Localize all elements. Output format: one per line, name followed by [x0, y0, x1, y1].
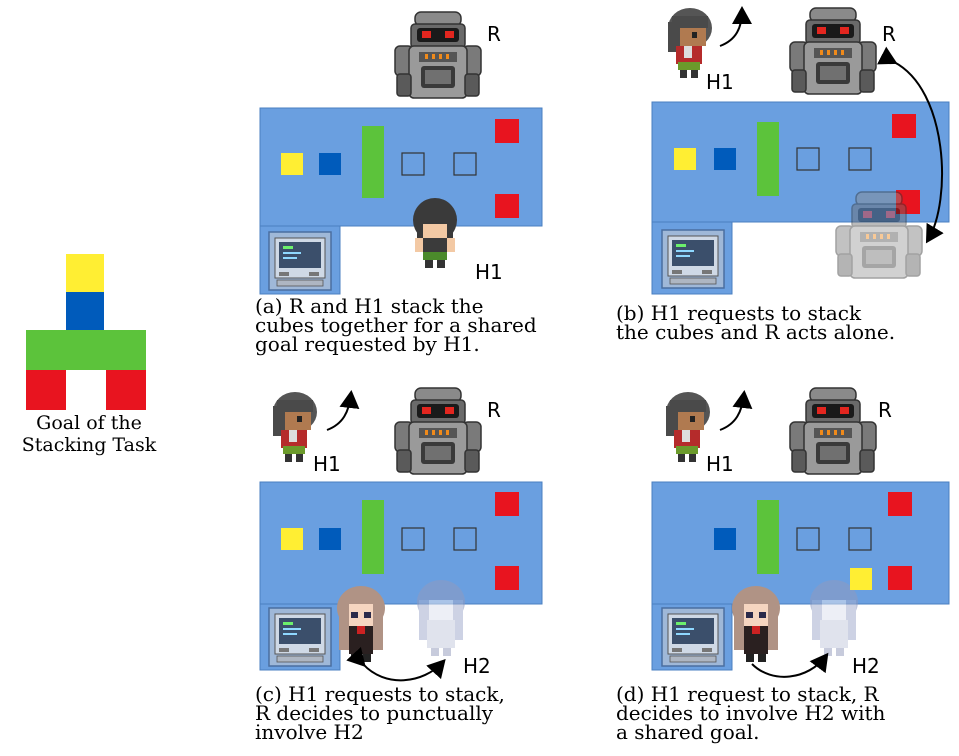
caption-line: goal requested by H1. — [255, 332, 480, 356]
goal-bar-green — [26, 330, 146, 370]
cube-blue — [319, 153, 341, 175]
caption-line: R decides to punctually — [255, 701, 494, 725]
label-robot: R — [487, 22, 501, 46]
human-icon — [666, 392, 710, 462]
goal-cube-yellow — [66, 254, 104, 292]
slot-empty-1 — [401, 152, 425, 176]
bar-green — [757, 122, 779, 196]
robot-icon — [789, 7, 877, 95]
arrow-icon — [876, 46, 944, 244]
goal-title-line1: Goal of the — [36, 412, 142, 434]
cube-yellow — [281, 528, 303, 550]
label-robot: R — [878, 398, 892, 422]
arrow-icon — [719, 6, 752, 47]
cube-red-1 — [495, 492, 519, 516]
bar-green — [362, 126, 384, 198]
caption-d: (d) H1 request to stack, R decides to in… — [616, 682, 954, 744]
human2-icon — [732, 586, 780, 662]
caption-line: a shared goal. — [616, 720, 760, 744]
robot-icon — [789, 387, 877, 475]
cube-yellow — [281, 153, 303, 175]
cube-red-2 — [495, 194, 519, 218]
robot-icon — [394, 387, 482, 475]
panel-a: R H1 (a) R and H1 stack the cubes togeth… — [255, 0, 600, 380]
human2-ghost-icon — [810, 580, 858, 656]
cube-red-1 — [495, 119, 519, 143]
slot-empty-1 — [796, 147, 820, 171]
goal-figure: Goal of the Stacking Task — [0, 0, 200, 756]
human-icon — [273, 392, 317, 462]
goal-cube-red-right — [106, 370, 146, 410]
arrow-icon — [326, 390, 360, 431]
human-icon — [413, 198, 457, 268]
cube-blue — [714, 528, 736, 550]
computer-icon — [268, 607, 332, 667]
bar-green — [757, 500, 779, 574]
human-icon — [668, 8, 712, 78]
caption-line: (c) H1 requests to stack, — [255, 682, 505, 706]
cube-blue — [319, 528, 341, 550]
slot-empty-2 — [848, 147, 872, 171]
caption-line: (b) H1 requests to stack — [616, 301, 862, 325]
caption-line: (a) R and H1 stack the — [255, 294, 484, 318]
slot-empty-2 — [848, 527, 872, 551]
cube-red-1 — [888, 492, 912, 516]
caption-c: (c) H1 requests to stack, R decides to p… — [255, 682, 555, 744]
caption-b: (b) H1 requests to stack the cubes and R… — [616, 301, 956, 344]
cube-yellow — [850, 568, 872, 590]
computer-icon — [661, 607, 725, 667]
caption-a: (a) R and H1 stack the cubes together fo… — [255, 294, 572, 356]
panel-c: R H1 H2 (c) H1 requests to stack, R deci… — [255, 380, 600, 756]
caption-line: decides to involve H2 with — [616, 701, 886, 725]
caption-line: the cubes and R acts alone. — [616, 320, 896, 344]
label-human1: H1 — [706, 70, 734, 94]
cube-red-2 — [888, 566, 912, 590]
panel-d: R H1 H2 (d) H1 request to stack, R decid… — [612, 380, 959, 756]
caption-line: (d) H1 request to stack, R — [616, 682, 879, 706]
goal-cube-blue — [66, 292, 104, 330]
slot-empty-1 — [401, 527, 425, 551]
cube-yellow — [674, 148, 696, 170]
goal-cube-red-left — [26, 370, 66, 410]
caption-line: cubes together for a shared — [255, 313, 537, 337]
label-human1: H1 — [313, 452, 341, 476]
label-human1: H1 — [706, 452, 734, 476]
human2-icon — [337, 586, 385, 662]
arrow-icon — [751, 652, 829, 678]
arrow-icon — [346, 646, 446, 682]
cube-red-1 — [892, 114, 916, 138]
caption-line: involve H2 — [255, 720, 364, 744]
computer-icon — [268, 231, 332, 291]
panel-b: R H1 (b) H1 requests to stack the cubes … — [612, 0, 959, 380]
slot-empty-2 — [453, 527, 477, 551]
arrow-icon — [719, 390, 753, 431]
label-human1: H1 — [475, 260, 503, 284]
slot-empty-1 — [796, 527, 820, 551]
computer-icon — [661, 229, 725, 289]
label-human2: H2 — [463, 654, 491, 678]
label-human2: H2 — [852, 654, 880, 678]
robot-icon — [394, 11, 482, 99]
bar-green — [362, 500, 384, 574]
goal-title-line2: Stacking Task — [21, 434, 157, 456]
slot-empty-2 — [453, 152, 477, 176]
label-robot: R — [487, 398, 501, 422]
human2-ghost-icon — [417, 580, 465, 656]
label-robot: R — [882, 22, 896, 46]
goal-title: Goal of the Stacking Task — [0, 412, 178, 456]
cube-blue — [714, 148, 736, 170]
cube-red-2 — [495, 566, 519, 590]
